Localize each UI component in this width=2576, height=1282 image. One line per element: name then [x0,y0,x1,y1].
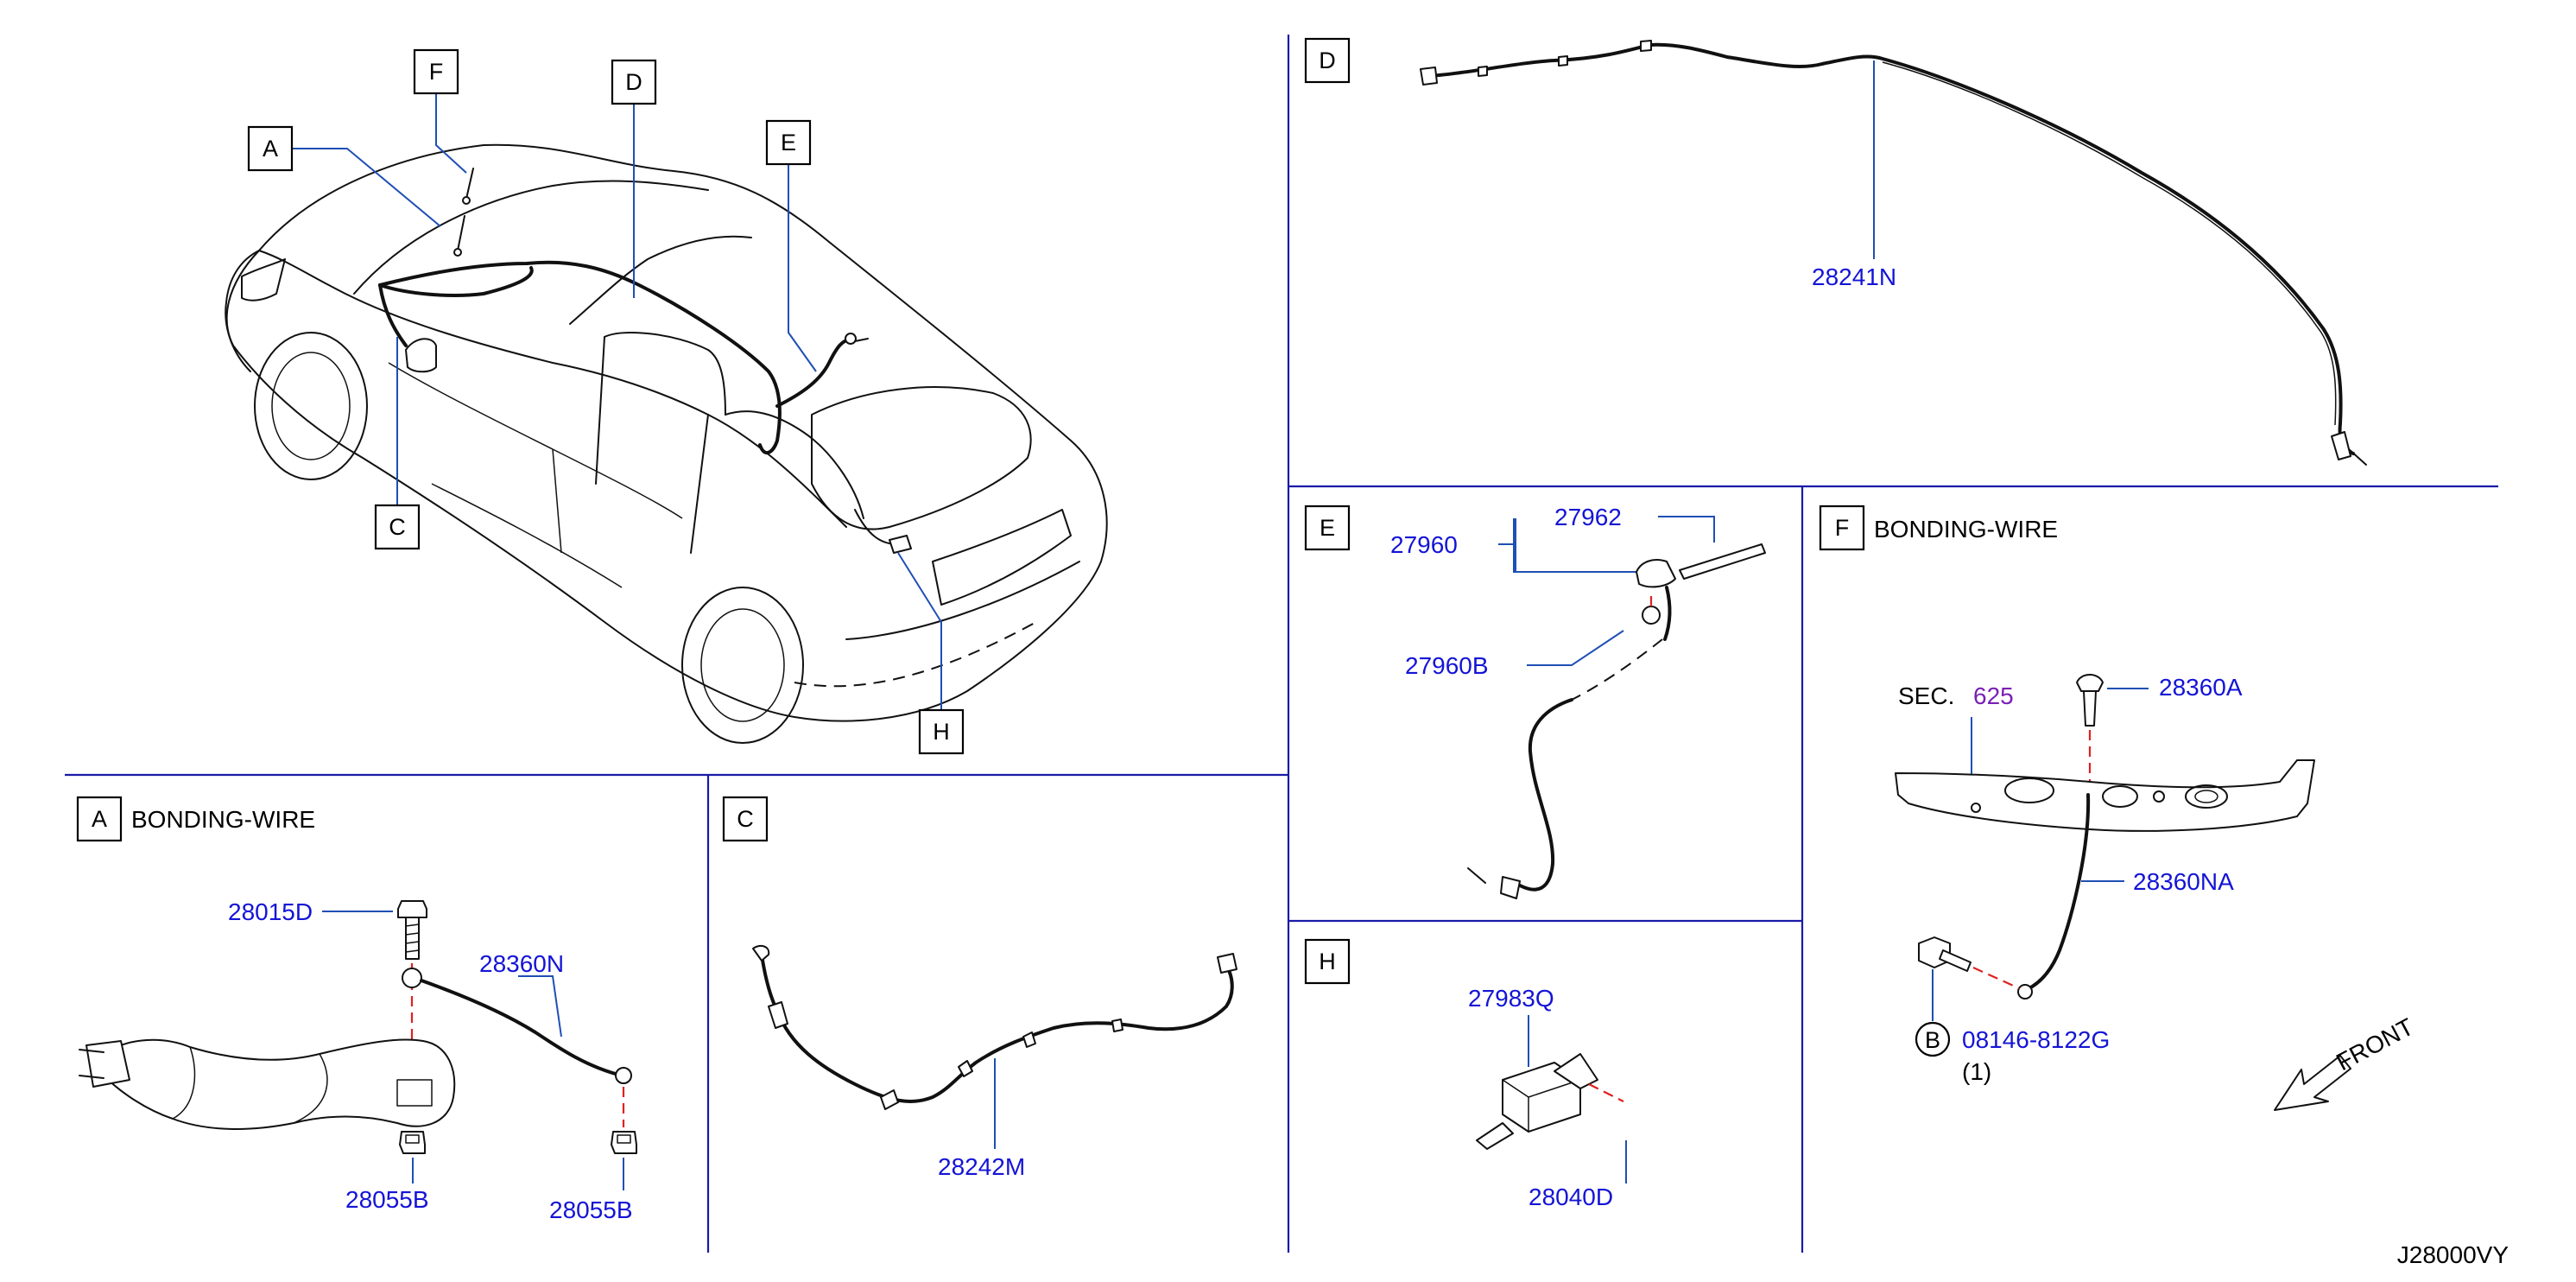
svg-text:E: E [1320,515,1335,541]
panel-a-label: A [76,796,123,842]
panel-a: A BONDING-WIRE 28015D 28360N 28055B 2805… [76,796,637,1223]
svg-text:E: E [781,130,796,155]
callout-box-a: A [247,125,294,172]
svg-text:F: F [1835,515,1850,541]
section-ref-number: 625 [1973,682,2014,709]
callout-box-e: E [765,119,812,166]
svg-text:D: D [1319,48,1336,73]
part-28015d: 28015D [228,898,313,925]
panel-f: F BONDING-WIRE SEC. 625 28360A 28360NA B [1819,505,2418,1111]
panel-f-title: BONDING-WIRE [1874,516,2058,543]
callout-box-d: D [611,59,657,105]
part-08146-8122g: 08146-8122G [1962,1026,2110,1053]
part-27960b: 27960B [1405,652,1489,679]
panel-e: E 27960 27962 27960B [1304,504,1766,899]
part-28055b-2: 28055B [549,1196,633,1223]
panel-a-title: BONDING-WIRE [131,806,315,833]
diagram-code: J28000VY [2397,1241,2510,1268]
part-28055b-1: 28055B [345,1186,429,1213]
section-ref-prefix: SEC. [1898,682,1954,709]
panel-c: C 28242M [722,796,1237,1180]
svg-text:D: D [625,69,642,95]
quantity-label: (1) [1962,1058,1991,1085]
svg-text:A: A [263,136,278,162]
panel-f-label: F [1819,505,1865,551]
part-28242m: 28242M [938,1153,1025,1180]
part-28040d: 28040D [1529,1184,1613,1210]
part-27962: 27962 [1554,504,1622,530]
part-28360na: 28360NA [2133,868,2234,895]
callout-box-f: F [413,48,459,95]
svg-text:H: H [1319,949,1336,974]
panel-d: D 28241N [1304,37,2367,466]
svg-text:F: F [429,59,444,85]
front-label: FRONT [2332,1013,2418,1076]
panel-d-label: D [1304,37,1351,84]
part-27983q: 27983Q [1468,985,1554,1012]
part-28241n: 28241N [1812,263,1896,290]
part-28360a: 28360A [2159,674,2243,701]
callout-box-h: H [918,708,965,755]
svg-text:C: C [389,514,406,540]
bolt-marker-b: B [1915,1021,1951,1057]
svg-text:A: A [92,806,107,832]
panel-c-label: C [722,796,769,842]
car-overview-illustration [225,143,1108,744]
panel-h-label: H [1304,938,1351,985]
svg-text:C: C [737,806,754,832]
panel-e-label: E [1304,505,1351,551]
callout-box-c: C [374,504,421,550]
panel-dividers [65,35,2498,1253]
part-27960: 27960 [1390,531,1458,558]
overview-callouts: A F D E C H [247,48,965,755]
svg-text:H: H [933,719,950,745]
front-direction-arrow-icon [2274,1055,2351,1111]
svg-text:B: B [1925,1027,1940,1053]
part-28360n: 28360N [479,950,564,977]
panel-h: H 27983Q 28040D [1304,938,1627,1210]
